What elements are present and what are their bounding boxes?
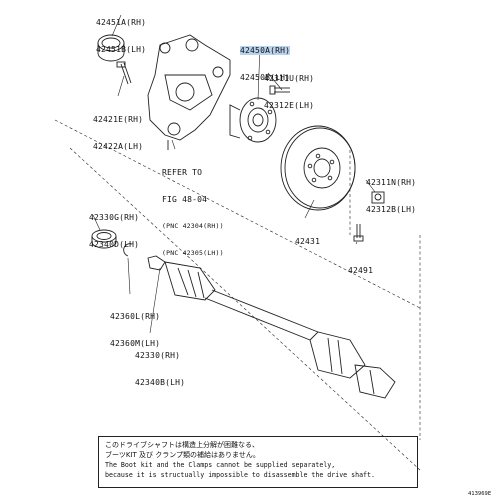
refer-line-3: (PNC 42304(RH)) [162, 222, 224, 230]
axle-nut-part [371, 191, 385, 204]
figure-number: 413969E [468, 491, 492, 497]
label-knuckle: 42421E(RH) 42422A(LH) [93, 97, 143, 160]
label-snap-ring-lh: 42360M(LH) [110, 339, 161, 348]
label-drive-shaft: 42330(RH) 42340B(LH) [135, 333, 185, 396]
label-hub-assy: 42450A(RH) 42450B(LH) [240, 28, 291, 91]
refer-line-2: FIG 48-04 [162, 195, 208, 204]
bolt-part [116, 61, 132, 85]
label-set-screw-number: 42491 [348, 266, 374, 275]
notice-japanese-line-2: ブーツKIT 及び クランプ類の補給はありません。 [105, 451, 260, 459]
dust-seal-part [91, 229, 117, 249]
snap-ring-part [123, 243, 133, 257]
label-brake-disc-number: 42431 [295, 237, 321, 246]
label-hub-bolt: 42311U(RH) 42312E(LH) [264, 56, 314, 119]
set-screw-part [353, 224, 364, 242]
label-knuckle-rh: 42421E(RH) [93, 115, 144, 124]
label-axle-nut-lh: 42312B(LH) [366, 205, 417, 214]
label-dust-seal-rh: 42330G(RH) [89, 213, 140, 222]
label-hub-bearing-rh: 42451A(RH) [96, 18, 147, 27]
notice-english-line-2: because it is structually impossible to … [105, 471, 375, 479]
label-snap-ring: 42360L(RH) 42360M(LH) [110, 294, 160, 357]
label-dust-seal: 42330G(RH) 42340D(LH) [89, 195, 139, 258]
refer-line-4: (PNC 42305(LH)) [162, 249, 224, 257]
hub-bearing-part [97, 34, 125, 62]
label-drive-shaft-lh: 42340B(LH) [135, 378, 186, 387]
dashed-frame [54, 119, 421, 471]
label-knuckle-lh: 42422A(LH) [93, 142, 144, 151]
label-hub-assy-lh: 42450B(LH) [240, 73, 291, 82]
leader-lines [92, 14, 376, 334]
label-hub-bolt-lh: 42312E(LH) [264, 101, 315, 110]
label-hub-assy-rh-highlighted: 42450A(RH) [240, 46, 291, 55]
label-axle-nut-rh: 42311N(RH) [366, 178, 417, 187]
drive-shaft-part [147, 255, 396, 399]
label-snap-ring-rh: 42360L(RH) [110, 312, 161, 321]
label-hub-bearing: 42451A(RH) 42451B(LH) [96, 0, 146, 63]
label-drive-shaft-rh: 42330(RH) [135, 351, 181, 360]
knuckle-part [147, 34, 231, 150]
notice-box: このドライブシャフトは構造上分解が困難なる、 ブーツKIT 及び クランプ類の補… [98, 436, 418, 488]
notice-english-line-1: The Boot kit and the Clamps cannot be su… [105, 461, 336, 469]
label-hub-bolt-rh: 42311U(RH) [264, 74, 315, 83]
brake-disc-part [280, 125, 356, 211]
label-hub-bearing-lh: 42451B(LH) [96, 45, 147, 54]
notice-japanese-line-1: このドライブシャフトは構造上分解が困難なる、 [105, 441, 259, 449]
refer-note: REFER TO FIG 48-04 (PNC 42304(RH)) (PNC … [162, 150, 224, 267]
label-set-screw: 42491 [348, 248, 373, 284]
hub-bolt-part [269, 85, 290, 95]
label-dust-seal-lh: 42340D(LH) [89, 240, 140, 249]
label-brake-disc: 42431 [295, 219, 320, 255]
label-axle-nut: 42311N(RH) 42312B(LH) [366, 160, 416, 223]
refer-line-1: REFER TO [162, 168, 203, 177]
